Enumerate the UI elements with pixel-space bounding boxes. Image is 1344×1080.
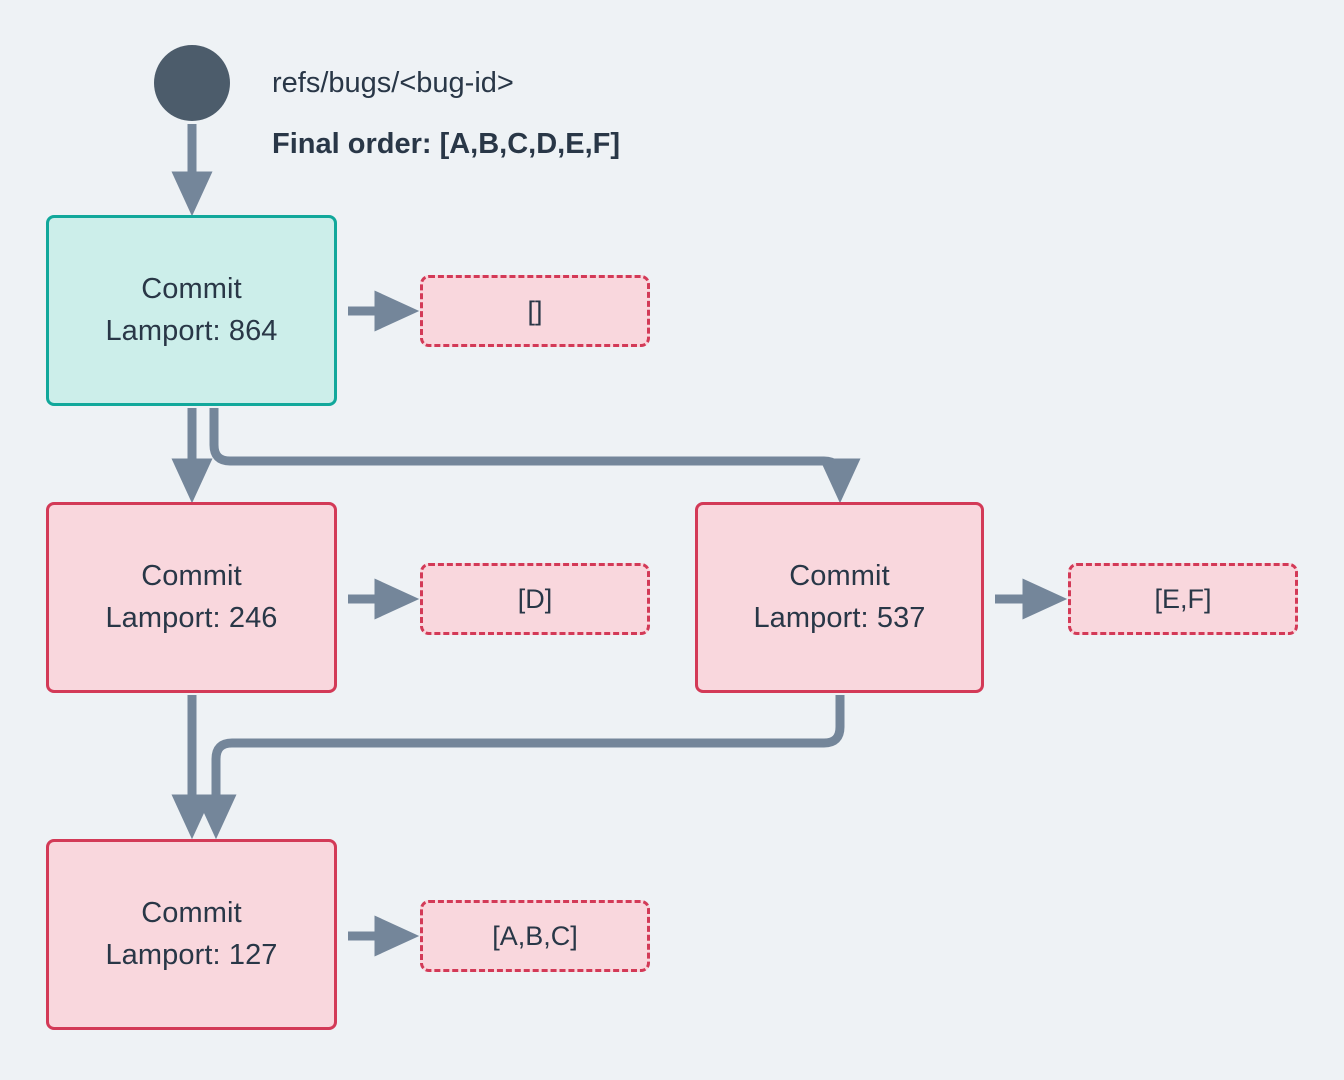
commit-node-127-title: Commit — [141, 897, 242, 930]
edge-c537-to-c127 — [195, 695, 845, 840]
final-order-label: Final order: [A,B,C,D,E,F] — [272, 128, 620, 160]
ops-list-864[interactable]: [] — [420, 275, 650, 347]
commit-node-864[interactable]: Commit Lamport: 864 — [46, 215, 337, 406]
commit-node-537-title: Commit — [789, 560, 890, 593]
commit-node-246-title: Commit — [141, 560, 242, 593]
root-ref-node[interactable] — [154, 45, 230, 121]
ref-path-label: refs/bugs/<bug-id> — [272, 67, 514, 99]
commit-node-246-lamport: Lamport: 246 — [105, 601, 278, 634]
commit-node-537-lamport: Lamport: 537 — [753, 601, 926, 634]
commit-node-864-title: Commit — [141, 273, 242, 306]
ops-list-127-value: [A,B,C] — [492, 920, 578, 951]
ops-list-537[interactable]: [E,F] — [1068, 563, 1298, 635]
ops-list-246[interactable]: [D] — [420, 563, 650, 635]
ops-list-537-value: [E,F] — [1154, 583, 1212, 614]
ops-list-246-value: [D] — [517, 583, 553, 614]
commit-node-864-lamport: Lamport: 864 — [105, 314, 278, 347]
commit-node-537[interactable]: Commit Lamport: 537 — [695, 502, 984, 693]
commit-node-127[interactable]: Commit Lamport: 127 — [46, 839, 337, 1030]
commit-node-246[interactable]: Commit Lamport: 246 — [46, 502, 337, 693]
edge-head-to-c537 — [209, 408, 861, 504]
ops-list-127[interactable]: [A,B,C] — [420, 900, 650, 972]
ops-list-864-value: [] — [527, 295, 543, 326]
commit-node-127-lamport: Lamport: 127 — [105, 938, 278, 971]
